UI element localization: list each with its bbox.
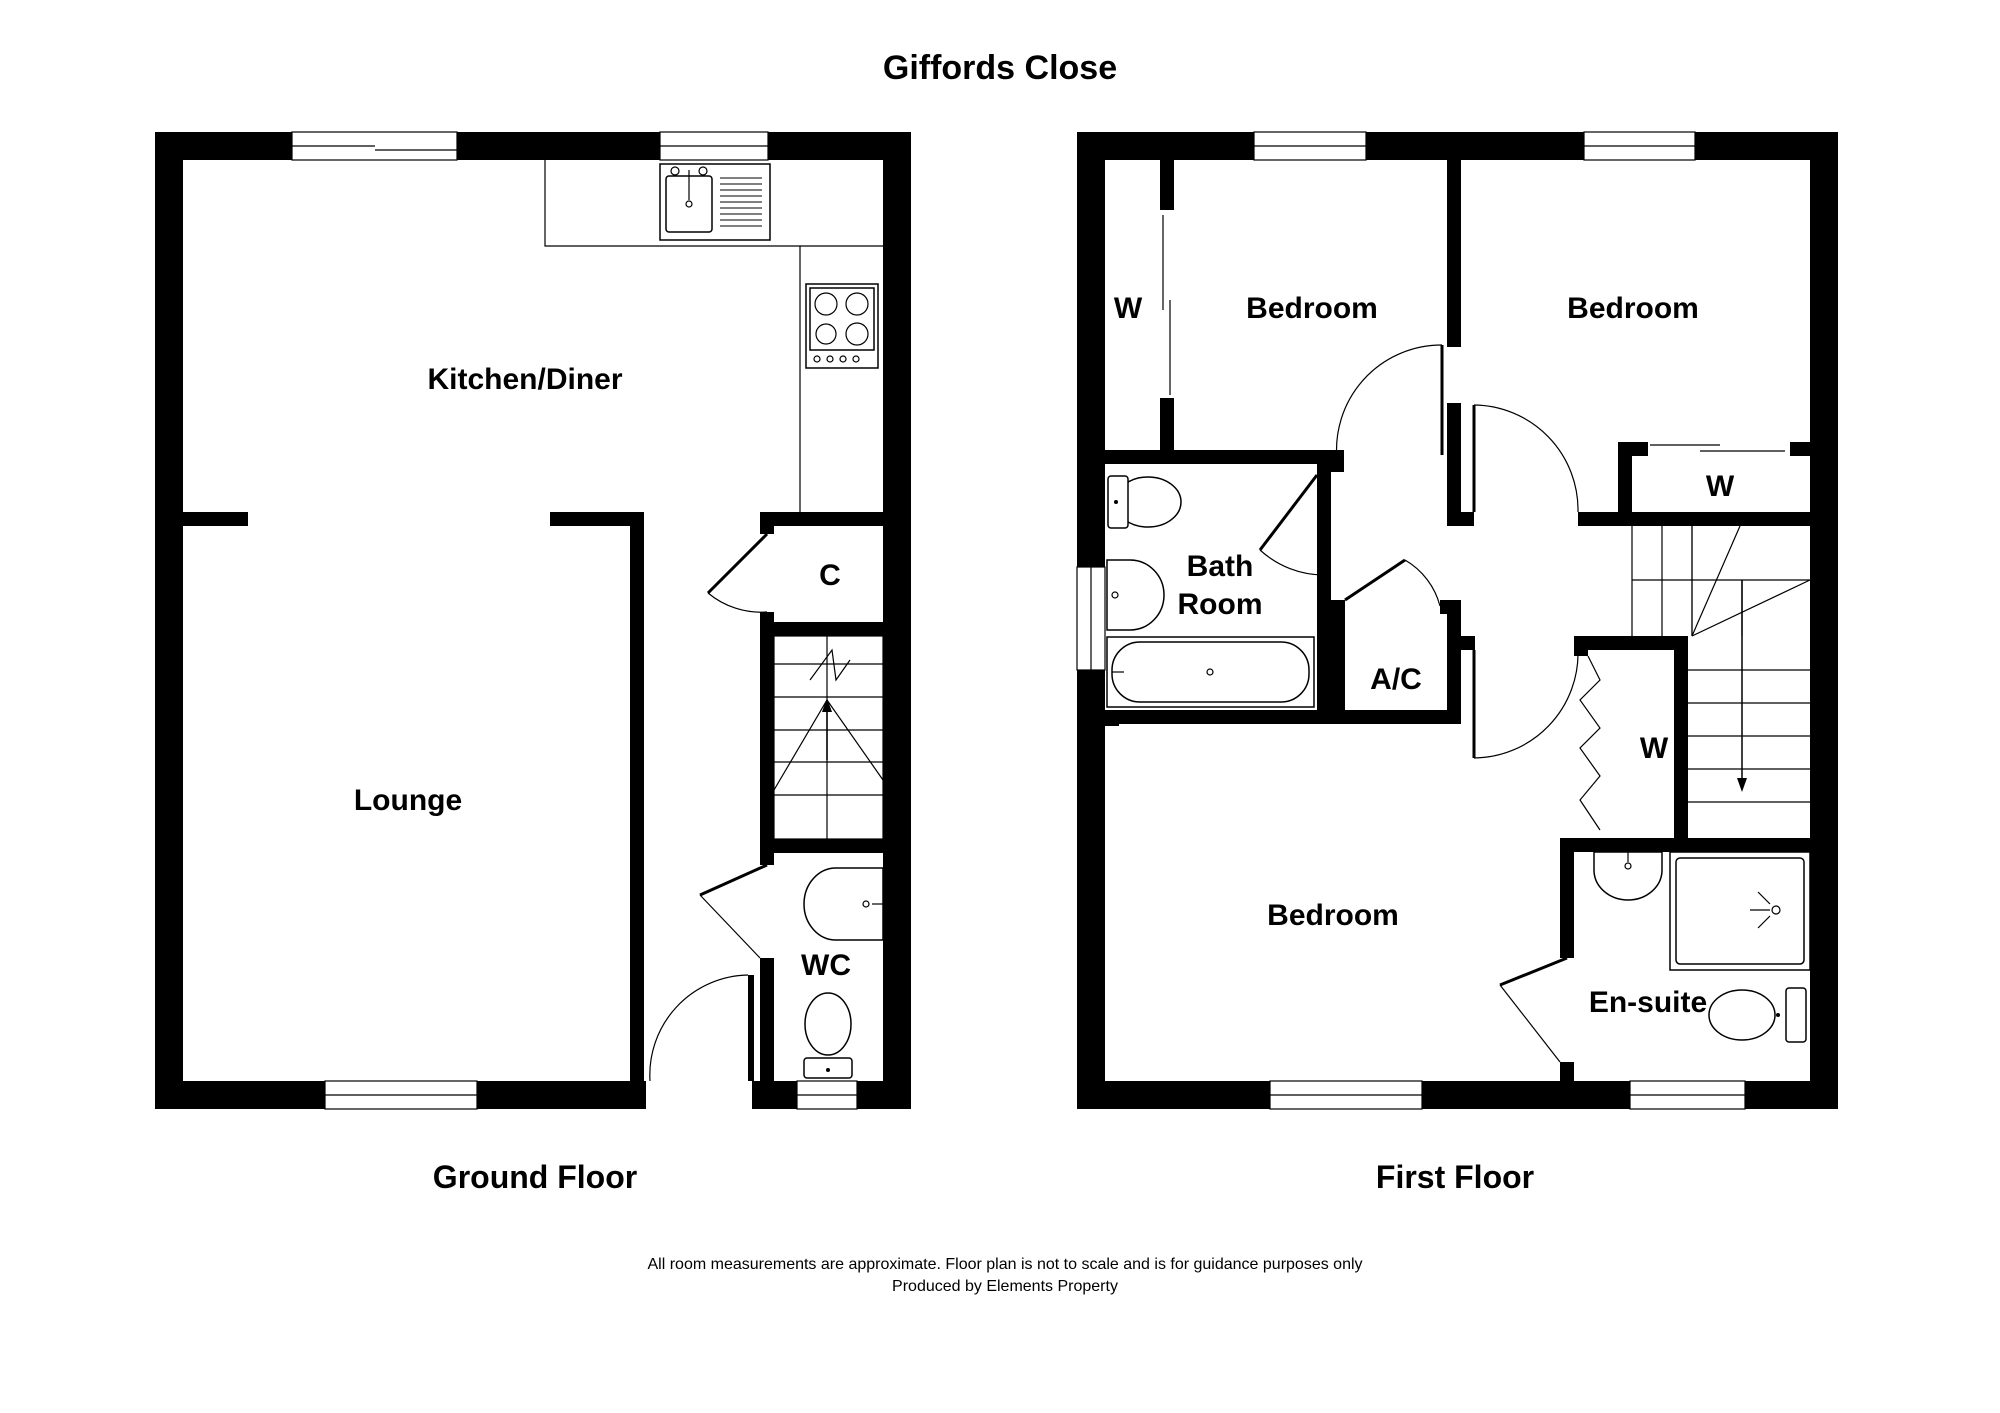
stairs-icon (1631, 525, 1811, 803)
room-label-wardrobe: W (1640, 732, 1669, 765)
front-door-icon (649, 974, 754, 1082)
floor-label-first: First Floor (1376, 1159, 1534, 1195)
ground-floor-plan (155, 131, 911, 1110)
room-label-ensuite: En-suite (1589, 986, 1707, 1019)
room-label-kitchen-diner: Kitchen/Diner (427, 363, 622, 396)
room-label-airing-cupboard: A/C (1370, 663, 1422, 696)
room-label-lounge: Lounge (354, 784, 462, 817)
door-icon (1472, 404, 1579, 513)
disclaimer-text: All room measurements are approximate. F… (647, 1256, 1362, 1273)
toilet-icon (1107, 475, 1182, 529)
hob-icon (805, 283, 879, 369)
room-label-wc: WC (801, 949, 851, 982)
bath-icon (1106, 636, 1315, 708)
basin-icon (1106, 559, 1165, 631)
door-icon (1472, 649, 1579, 759)
kitchen-sink-icon (659, 163, 771, 241)
plan-title: Giffords Close (883, 49, 1117, 87)
first-floor-plan (1076, 131, 1838, 1110)
shower-icon (1669, 851, 1811, 971)
door-icon (1344, 558, 1441, 607)
wardrobe-doors-icon (1579, 655, 1601, 831)
stairs-icon (773, 635, 884, 840)
producer-text: Produced by Elements Property (892, 1278, 1118, 1295)
floor-label-ground: Ground Floor (433, 1159, 637, 1195)
room-label-bathroom: Bath (1187, 550, 1254, 583)
door-icon (699, 863, 768, 959)
basin-icon (1593, 851, 1663, 901)
room-label-wardrobe: W (1114, 292, 1143, 325)
door-icon (1330, 344, 1444, 472)
room-label-bathroom: Room (1178, 588, 1263, 621)
room-label-cupboard: C (819, 559, 841, 592)
basin-icon (803, 867, 884, 941)
door-icon (1258, 474, 1326, 576)
door-icon (1499, 956, 1568, 1063)
room-label-bedroom: Bedroom (1246, 292, 1378, 325)
toilet-icon (803, 992, 853, 1079)
room-label-bedroom: Bedroom (1567, 292, 1699, 325)
room-label-wardrobe: W (1706, 470, 1735, 503)
door-icon (706, 532, 769, 613)
toilet-icon (1708, 987, 1807, 1043)
room-label-bedroom: Bedroom (1267, 899, 1399, 932)
